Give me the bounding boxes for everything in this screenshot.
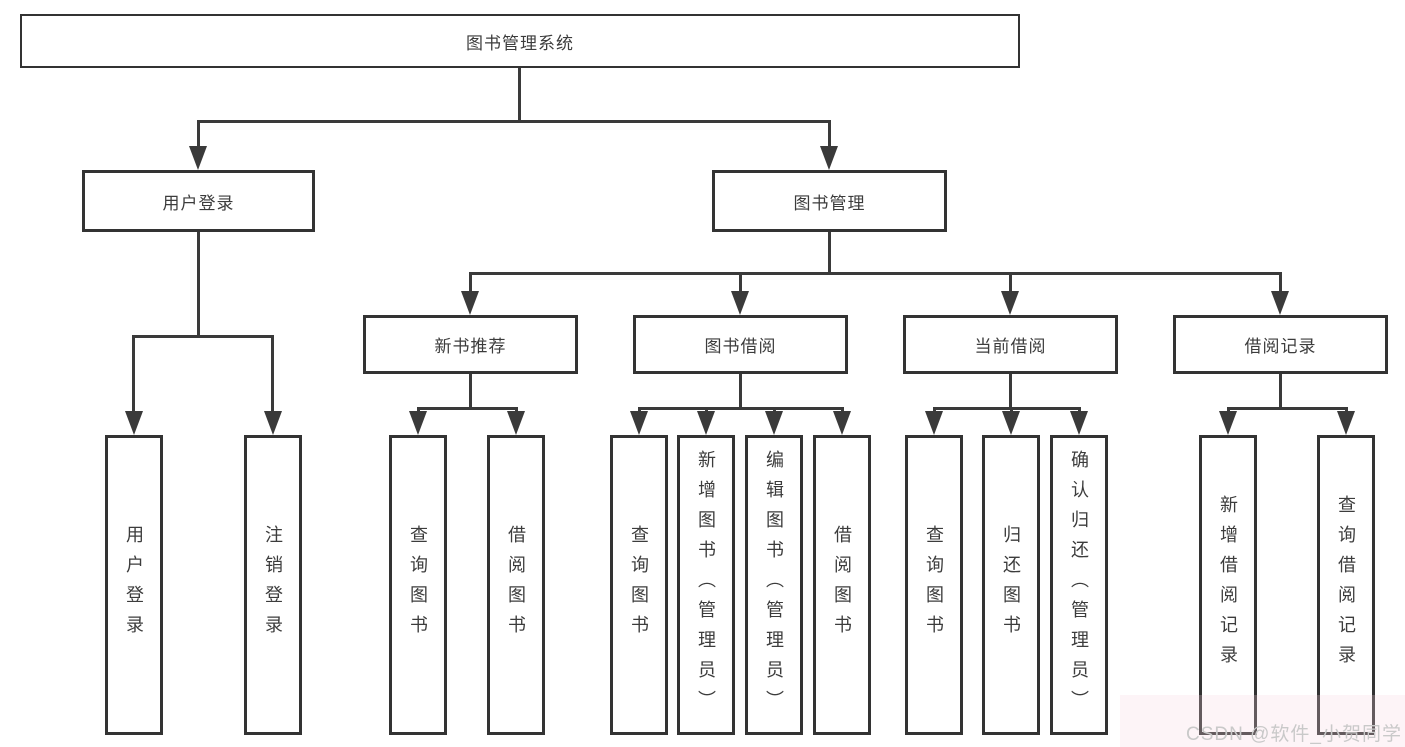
node-label: 查询借阅记录 xyxy=(1336,495,1356,675)
watermark: CSDN @软件_小贺同学 xyxy=(1186,724,1402,745)
connector-line xyxy=(271,335,274,413)
node-label: 借阅图书 xyxy=(832,525,852,645)
node-borrow-books: 借阅图书 xyxy=(813,435,871,735)
node-add-books-admin: 新增图书（管理员） xyxy=(677,435,735,735)
arrow-down-icon xyxy=(765,411,783,435)
arrow-down-icon xyxy=(507,411,525,435)
node-label: 借阅记录 xyxy=(1244,337,1317,356)
arrow-down-icon xyxy=(409,411,427,435)
node-book-borrowing: 图书借阅 xyxy=(633,315,848,374)
node-label: 图书管理 xyxy=(793,193,866,213)
arrow-down-icon xyxy=(125,411,143,435)
connector-line xyxy=(739,374,742,407)
node-query-borrow-record: 查询借阅记录 xyxy=(1317,435,1375,735)
connector-line xyxy=(1279,272,1282,293)
node-label: 编辑图书（管理员） xyxy=(764,450,784,720)
connector-line xyxy=(1009,374,1012,407)
connector-line xyxy=(739,272,742,293)
arrow-down-icon xyxy=(1219,411,1237,435)
connector-line xyxy=(518,68,521,120)
connector-line xyxy=(638,407,844,410)
connector-line xyxy=(417,407,518,410)
connector-line xyxy=(197,120,200,149)
node-library-system: 图书管理系统 xyxy=(20,14,1020,68)
node-label: 新书推荐 xyxy=(434,337,507,356)
node-label: 当前借阅 xyxy=(974,337,1047,356)
arrow-down-icon xyxy=(1001,291,1019,315)
connector-line xyxy=(197,120,831,123)
node-new-book-recommend: 新书推荐 xyxy=(363,315,578,374)
connector-line xyxy=(933,407,1081,410)
connector-line xyxy=(469,272,1282,275)
connector-line xyxy=(1279,374,1282,407)
node-label: 查询图书 xyxy=(924,525,944,645)
connector-line xyxy=(828,232,831,272)
node-borrowing-records: 借阅记录 xyxy=(1173,315,1388,374)
node-borrow-books-recommend: 借阅图书 xyxy=(487,435,545,735)
node-user-login-leaf: 用户登录 xyxy=(105,435,163,735)
arrow-down-icon xyxy=(731,291,749,315)
arrow-down-icon xyxy=(630,411,648,435)
connector-line xyxy=(469,374,472,407)
connector-line xyxy=(132,335,135,413)
arrow-down-icon xyxy=(189,146,207,170)
connector-line xyxy=(197,232,200,335)
node-label: 归还图书 xyxy=(1001,525,1021,645)
node-label: 用户登录 xyxy=(124,525,144,645)
node-current-borrowing: 当前借阅 xyxy=(903,315,1118,374)
node-label: 确认归还（管理员） xyxy=(1069,450,1089,720)
node-query-books-current: 查询图书 xyxy=(905,435,963,735)
arrow-down-icon xyxy=(833,411,851,435)
node-add-borrow-record: 新增借阅记录 xyxy=(1199,435,1257,735)
arrow-down-icon xyxy=(461,291,479,315)
connector-line xyxy=(1009,272,1012,293)
node-label: 查询图书 xyxy=(629,525,649,645)
node-label: 图书管理系统 xyxy=(466,33,574,53)
node-label: 新增图书（管理员） xyxy=(696,450,716,720)
node-confirm-return-admin: 确认归还（管理员） xyxy=(1050,435,1108,735)
connector-line xyxy=(132,335,274,338)
arrow-down-icon xyxy=(1070,411,1088,435)
node-return-books: 归还图书 xyxy=(982,435,1040,735)
connector-line xyxy=(469,272,472,293)
node-label: 用户登录 xyxy=(162,193,235,213)
connector-line xyxy=(1227,407,1348,410)
arrow-down-icon xyxy=(1271,291,1289,315)
node-label: 借阅图书 xyxy=(506,525,526,645)
node-label: 图书借阅 xyxy=(704,337,777,356)
arrow-down-icon xyxy=(1002,411,1020,435)
arrow-down-icon xyxy=(697,411,715,435)
arrow-down-icon xyxy=(925,411,943,435)
watermark-tint xyxy=(1120,695,1405,747)
node-label: 新增借阅记录 xyxy=(1218,495,1238,675)
arrow-down-icon xyxy=(820,146,838,170)
node-label: 查询图书 xyxy=(408,525,428,645)
node-book-management: 图书管理 xyxy=(712,170,947,232)
node-query-books-borrowing: 查询图书 xyxy=(610,435,668,735)
arrow-down-icon xyxy=(1337,411,1355,435)
node-label: 注销登录 xyxy=(263,525,283,645)
node-edit-books-admin: 编辑图书（管理员） xyxy=(745,435,803,735)
connector-line xyxy=(828,120,831,149)
arrow-down-icon xyxy=(264,411,282,435)
node-query-books-recommend: 查询图书 xyxy=(389,435,447,735)
node-logout: 注销登录 xyxy=(244,435,302,735)
node-user-login: 用户登录 xyxy=(82,170,315,232)
